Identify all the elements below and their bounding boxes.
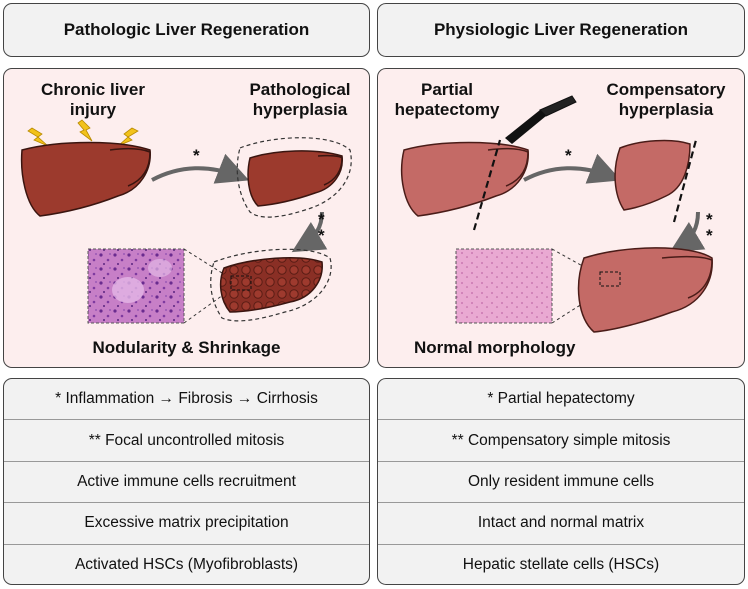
list-item: Hepatic stellate cells (HSCs)	[462, 556, 660, 574]
right-header-title: Physiologic Liver Regeneration	[433, 20, 689, 39]
cirrhotic-liver-icon	[219, 256, 323, 313]
label-partial-hepatectomy: Partial hepatectomy	[394, 80, 500, 119]
step-marker-single: *	[193, 146, 200, 165]
step-marker-single: *	[565, 146, 572, 165]
arrow-icon	[669, 211, 706, 253]
arrow-icon	[523, 153, 622, 184]
arrow-icon	[291, 211, 328, 253]
label-normal-morphology: Normal morphology	[414, 338, 576, 357]
list-item: * Partial hepatectomy	[378, 379, 744, 421]
arrow-icon	[151, 153, 250, 184]
label-compensatory-hyperplasia: Compensatory hyperplasia	[606, 80, 726, 119]
liver-icon	[400, 141, 529, 217]
scalpel-icon	[505, 95, 577, 144]
left-feature-list: * Inflammation → Fibrosis → Cirrhosis **…	[3, 378, 370, 585]
step-marker-double-top: *	[318, 210, 325, 229]
step-marker-double-top: *	[706, 210, 713, 229]
list-item: ** Focal uncontrolled mitosis	[4, 420, 369, 462]
list-item: ** Compensatory simple mitosis	[378, 420, 744, 462]
step-marker-double-bottom: *	[318, 226, 325, 245]
liver-icon	[247, 150, 343, 207]
label-nodularity-shrinkage: Nodularity & Shrinkage	[92, 338, 281, 357]
step-marker-double-bottom: *	[706, 226, 713, 245]
right-feature-list: * Partial hepatectomy ** Compensatory si…	[377, 378, 745, 585]
list-item: Active immune cells recruitment	[4, 462, 369, 504]
list-item: Only resident immune cells	[378, 462, 744, 504]
liver-icon	[614, 139, 691, 211]
label-pathological-hyperplasia: Pathological hyperplasia	[249, 80, 351, 119]
right-panel	[377, 68, 745, 368]
list-item: Excessive matrix precipitation	[4, 503, 369, 545]
histology-image	[455, 248, 553, 324]
list-item: * Inflammation → Fibrosis → Cirrhosis	[4, 379, 369, 421]
left-header: Pathologic Liver Regeneration	[3, 3, 370, 57]
lightning-icon	[27, 119, 139, 147]
left-header-title: Pathologic Liver Regeneration	[63, 20, 310, 39]
list-item: Intact and normal matrix	[378, 503, 744, 545]
label-chronic-liver-injury: Chronic liver injury	[41, 80, 145, 119]
liver-icon	[20, 141, 151, 217]
right-header: Physiologic Liver Regeneration	[377, 3, 745, 57]
list-item: Activated HSCs (Myofibroblasts)	[74, 556, 299, 574]
liver-icon	[577, 247, 713, 333]
left-panel	[3, 68, 370, 368]
